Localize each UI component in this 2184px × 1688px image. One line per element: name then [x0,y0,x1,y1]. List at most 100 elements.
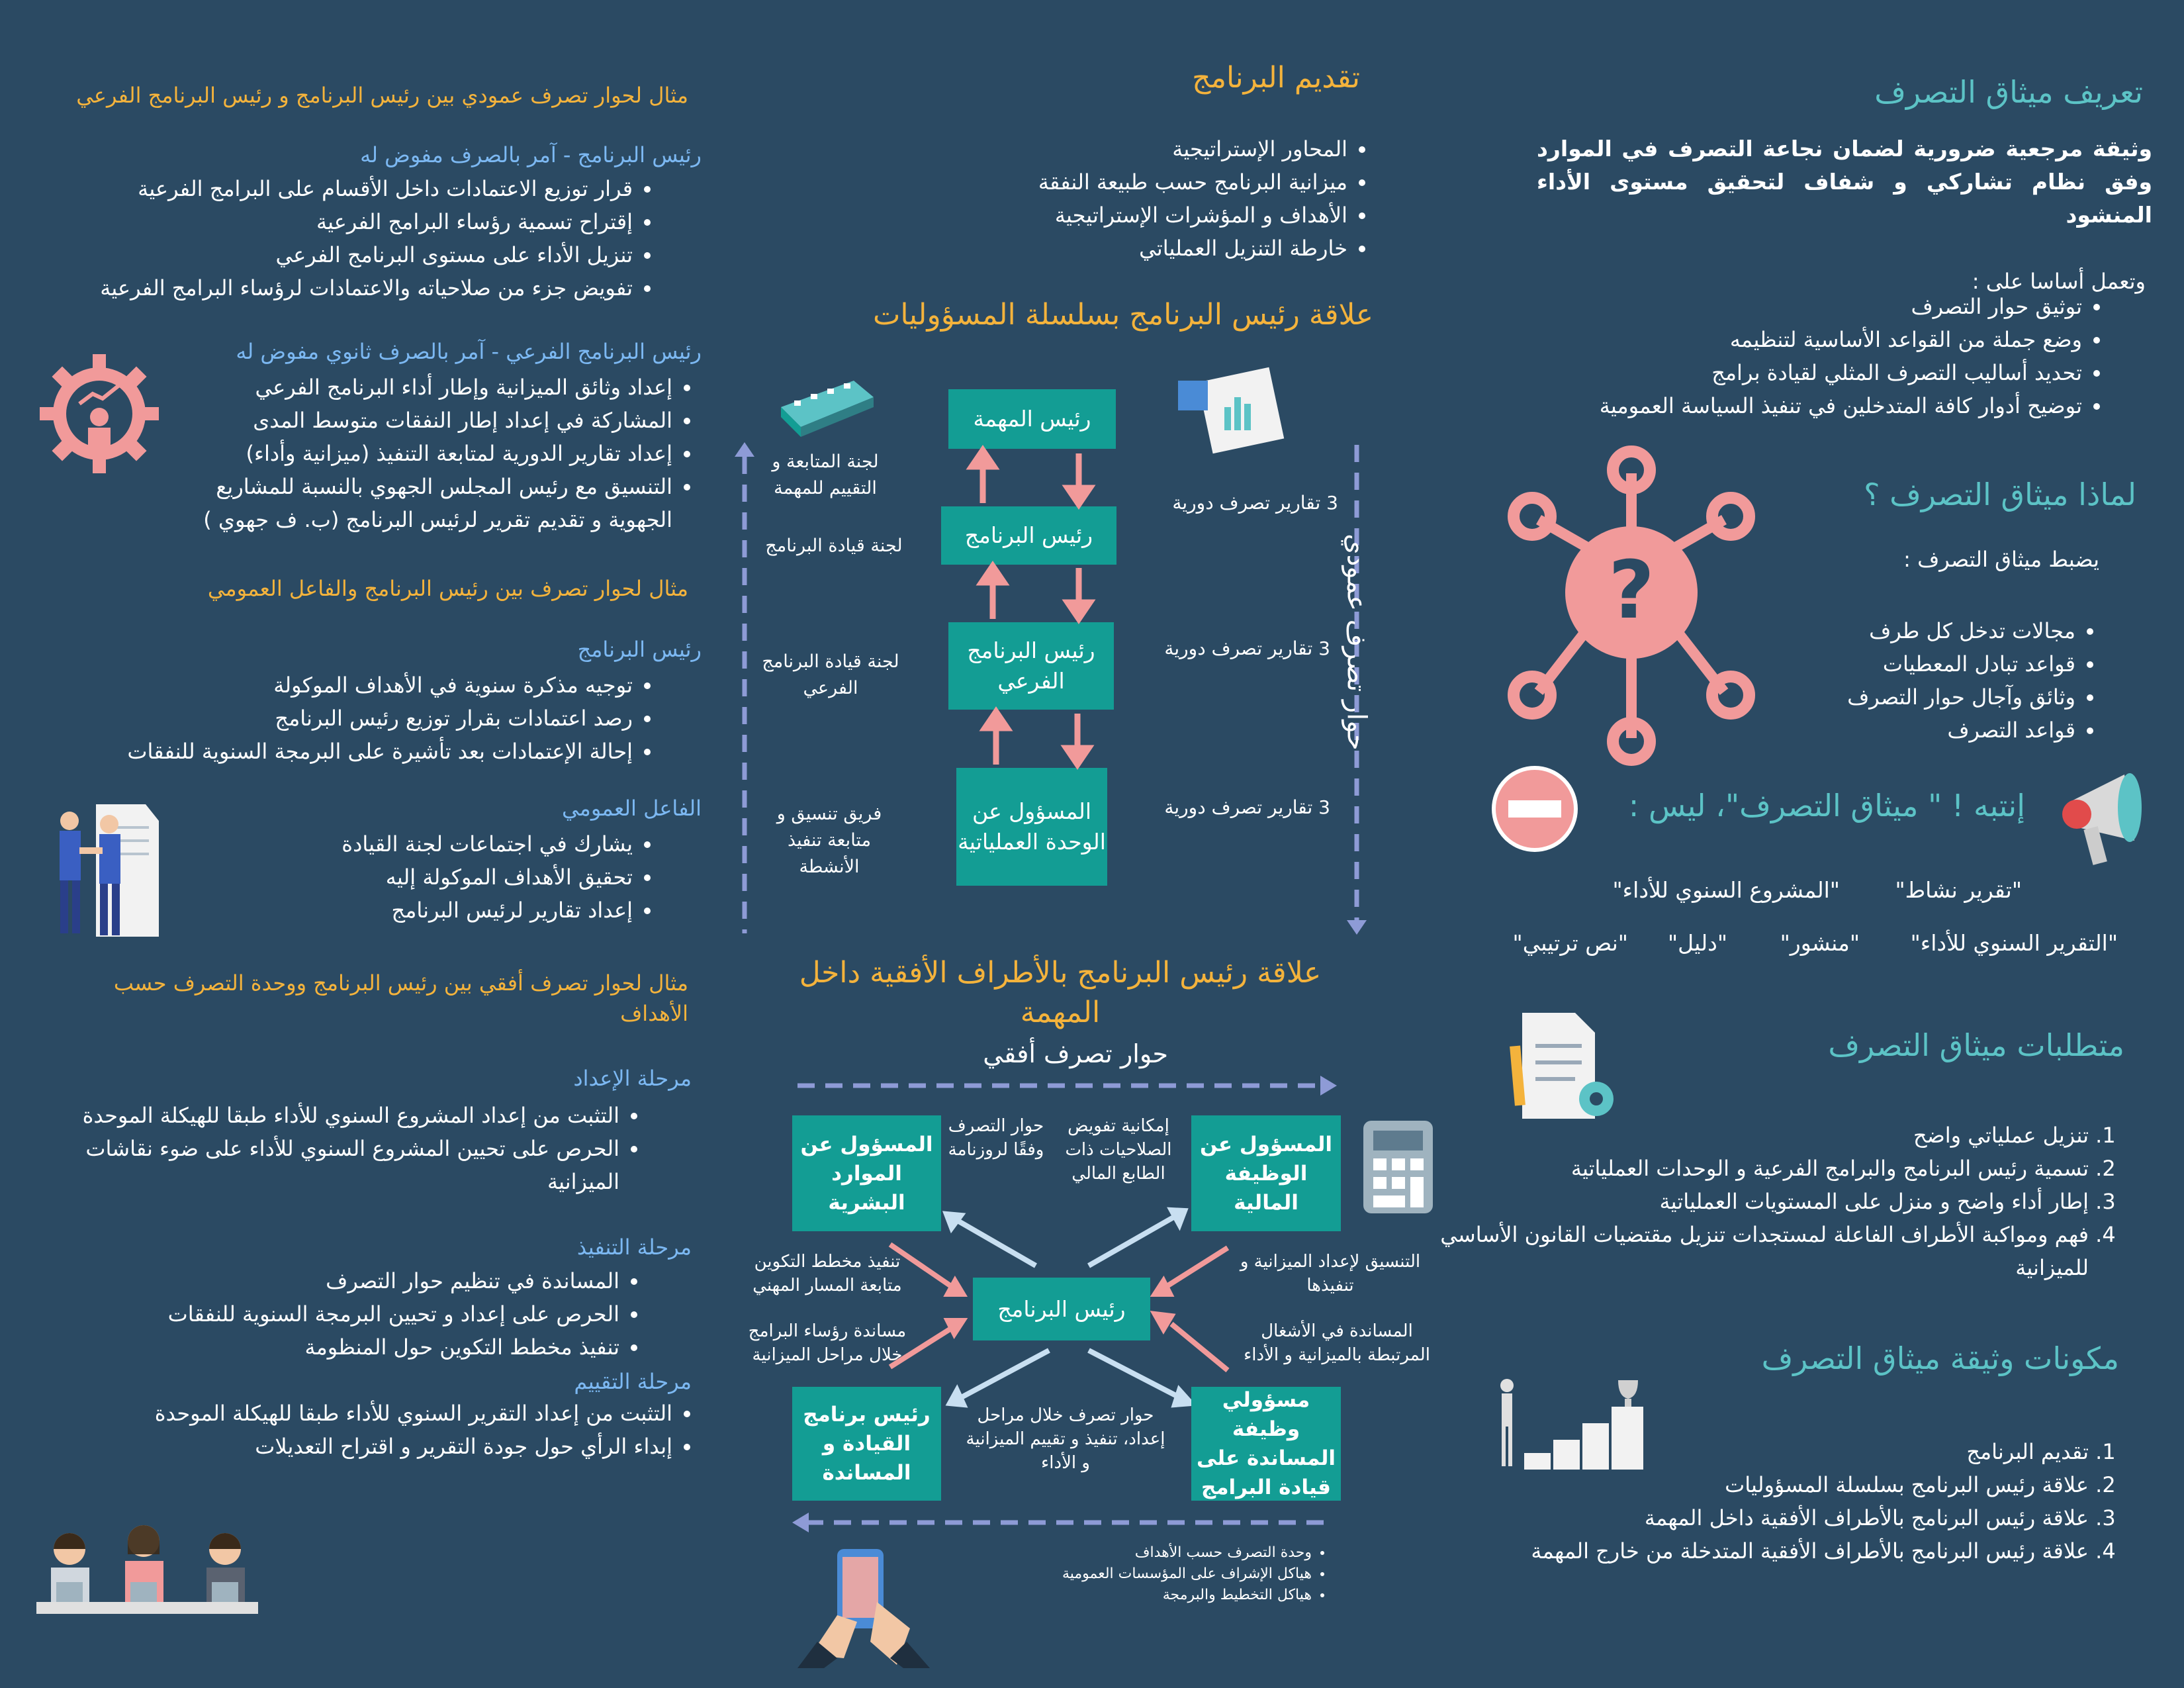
attention-title: إنتبه ! " ميثاق التصرف"، ليس : [1628,788,2025,823]
why-title: لماذا ميثاق التصرف ؟ [1864,477,2136,512]
committee-4: فريق تنسيق و متابعة تنفيذ الأنشطة [776,804,882,877]
list-item: إقتراح تسمية رؤساء البرامج الفرعية [100,205,633,238]
requirements-title: متطلبات ميثاق التصرف [1828,1027,2124,1063]
program-list: المحاور الإستراتيجية ميزانية البرنامج حس… [1038,132,1377,265]
list-item: التثبت من إعداد التقرير السنوي للأداء طب… [155,1397,672,1430]
list-item: إحالة الإعتمادات بعد تأشيرة على البرمجة … [127,735,633,768]
pm-list: قرار توزيع الاعتمادات داخل الأقسام على ا… [100,172,662,305]
question-network-icon: ? [1508,445,1755,766]
no-entry-icon [1492,766,1578,852]
spm-label: رئيس البرنامج الفرعي - آمر بالصرف ثانوي … [236,339,702,364]
list-item: وحدة التصرف حسب الأهداف [1062,1542,1312,1564]
bottom-dialog-note: حوار تصرف خلال مراحل إعداد، تنفيذ و تقيي… [966,1405,1165,1473]
committee-2: لجنة قيادة البرنامج [765,536,903,556]
actor-label: الفاعل العمومي [562,796,702,821]
report-label-2: 3 تقارير تصرف دورية [1164,637,1330,659]
list-item: مجالات تدخل كل طرف [1847,614,2075,647]
components-title: مكونات وثيقة ميثاق التصرف [1761,1340,2119,1376]
list-item: توثيق حوار التصرف [1600,290,2082,323]
list-item: تقديم البرنامج [1526,1435,2089,1468]
list-item: قواعد تبادل المعطيات [1847,647,2075,680]
hand-phone-icon [797,1549,930,1668]
not-item-1: "تقرير نشاط" [1895,877,2022,903]
list-item: فهم ومواكبة الأطراف الفاعلة لمستجدات تنز… [1427,1218,2089,1284]
actor-list: يشارك في اجتماعات لجنة القيادة تحقيق الأ… [341,827,662,927]
list-item: إبداء الرأي حول جودة التقرير و اقتراح ال… [155,1430,672,1463]
list-item: علاقة رئيس البرنامج بالأطراف الأفقية داخ… [1526,1501,2089,1534]
hr-box: المسؤول عن الموارد البشرية [792,1115,941,1231]
pm-label: رئيس البرنامج - آمر بالصرف مفوض له [360,142,702,167]
list-item: علاقة رئيس البرنامج بسلسلة المسؤوليات [1526,1468,2089,1501]
megaphone-icon [2062,773,2142,865]
components-list: تقديم البرنامج علاقة رئيس البرنامج بسلسل… [1526,1435,2118,1568]
gear-growth-icon [40,354,159,473]
list-item: خارطة التنزيل العملياتي [1038,232,1347,265]
not-item-4: "منشور" [1780,930,1860,956]
hr-training-note: تنفيذ مخطط التكوين متابعة المسار المهني [752,1252,902,1295]
list-item: تنفيذ مخطط التكوين حول المنظومة [168,1331,619,1364]
not-item-2: "المشروع السنوي للأداء" [1612,877,1840,903]
horizontal-title: علاقة رئيس البرنامج بالأطراف الأفقية داخ… [799,956,1322,1029]
report-label-1: 3 تقارير تصرف دورية [1172,492,1338,514]
list-item: إعداد تقارير لرئيس البرنامج [341,894,633,927]
report-chart-icon [1178,367,1285,454]
vertical-dialog-label: حوار تصرف عمودي [1341,534,1372,751]
example1-title: مثال لحوار تصرف عمودي بين رئيس البرنامج … [76,83,688,108]
list-item: التنسيق مع رئيس المجلس الجهوي بالنسبة لل… [176,470,672,536]
finance-support-note: المساندة في الأشغال المرتبطة بالميزانية … [1244,1321,1430,1365]
report-label-3: 3 تقارير تصرف دورية [1164,796,1330,818]
svg-text:?: ? [1608,545,1655,637]
list-item: توضيح أدوار كافة المتدخلين في تنفيذ السي… [1600,389,2082,422]
footnote-list: وحدة التصرف حسب الأهداف هياكل الإشراف عل… [1062,1542,1330,1606]
hr-support-note: مساندة رؤساء البرامج خلال مراحل الميزاني… [748,1321,907,1365]
list-item: المحاور الإستراتيجية [1038,132,1347,165]
horizontal-dialog-label: حوار تصرف أفقي [983,1039,1168,1068]
regulates-label: يضبط ميثاق التصرف : [1903,547,2099,572]
committee-3: لجنة قيادة البرنامج الفرعي [762,651,899,698]
requirements-list: تنزيل عملياتي واضح تسمية رئيس البرنامج و… [1427,1119,2118,1284]
not-item-6: "نص ترتيبي" [1512,930,1628,956]
chain-title: علاقة رئيس البرنامج بسلسلة المسؤوليات [872,298,1373,332]
list-item: إعداد تقارير الدورية لمتابعة التنفيذ (مي… [176,437,672,470]
calculator-icon [1363,1121,1433,1213]
list-item: تنزيل الأداء على مستوى البرنامج الفرعي [100,238,633,271]
list-item: قواعد التصرف [1847,714,2075,747]
vertical-dialog-label-wrap: حوار تصرف عمودي [1324,503,1390,781]
program-title: تقديم البرنامج [1192,61,1360,95]
list-item: المشاركة في إعداد إطار النفقات متوسط الم… [176,404,672,437]
list-item: هياكل الإشراف على المؤسسات العمومية [1062,1564,1312,1585]
list-item: علاقة رئيس البرنامج بالأطراف الأفقية الم… [1526,1534,2089,1568]
definition-title: تعريف ميثاق التصرف [1874,74,2143,110]
works-on-list: توثيق حوار التصرف وضع جملة من القواعد ال… [1600,290,2111,422]
pm2-label: رئيس البرنامج [577,637,702,662]
hr-note: حوار التصرف وفقًا لروزنامة [948,1116,1044,1160]
list-item: إطار أداء واضح و منزل على المستويات العم… [1427,1185,2089,1218]
exec-label: مرحلة التنفيذ [576,1235,692,1260]
finance-note: إمكانية تفويض الصلاحيات ذات الطابع المال… [1065,1116,1172,1184]
works-on-label: وتعمل أساسا على : [1972,269,2146,294]
list-item: تحقيق الأهداف الموكولة إليه [341,861,633,894]
program-head-box: رئيس البرنامج [941,506,1116,565]
stairs-trophy-icon [1500,1379,1643,1470]
operational-unit-box: المسؤول عن الوحدة العملياتية [956,768,1107,886]
definition-text: وثيقة مرجعية ضرورية لضمان نجاعة التصرف ف… [1537,136,2152,228]
document-gear-icon [1510,1013,1614,1119]
spm-list: إعداد وثائق الميزانية وإطار أداء البرنام… [176,371,702,536]
list-item: إعداد وثائق الميزانية وإطار أداء البرنام… [176,371,672,404]
committee-1: لجنة المتابعة و التقييم للمهمة [772,451,879,498]
list-item: توجيه مذكرة سنوية في الأهداف الموكولة [127,669,633,702]
list-item: تفويض جزء من صلاحياته والاعتمادات لرؤساء… [100,271,633,305]
handshake-icon [60,804,159,937]
eval-label: مرحلة التقييم [574,1369,692,1394]
list-item: الأهداف و المؤشرات الإستراتيجية [1038,199,1347,232]
example3-title: مثال لحوار تصرف أفقي بين رئيس البرنامج و… [113,970,688,1026]
list-item: قرار توزيع الاعتمادات داخل الأقسام على ا… [100,172,633,205]
regulates-list: مجالات تدخل كل طرف قواعد تبادل المعطيات … [1847,614,2105,747]
prep-label: مرحلة الإعداد [573,1066,692,1091]
list-item: وثائق وآجال حوار التصرف [1847,680,2075,714]
mission-head-box: رئيس المهمة [948,389,1116,449]
list-item: ميزانية البرنامج حسب طبيعة النفقة [1038,165,1347,199]
list-item: تنزيل عملياتي واضح [1427,1119,2089,1152]
finance-box: المسؤول عن الوظيفة المالية [1191,1115,1341,1231]
